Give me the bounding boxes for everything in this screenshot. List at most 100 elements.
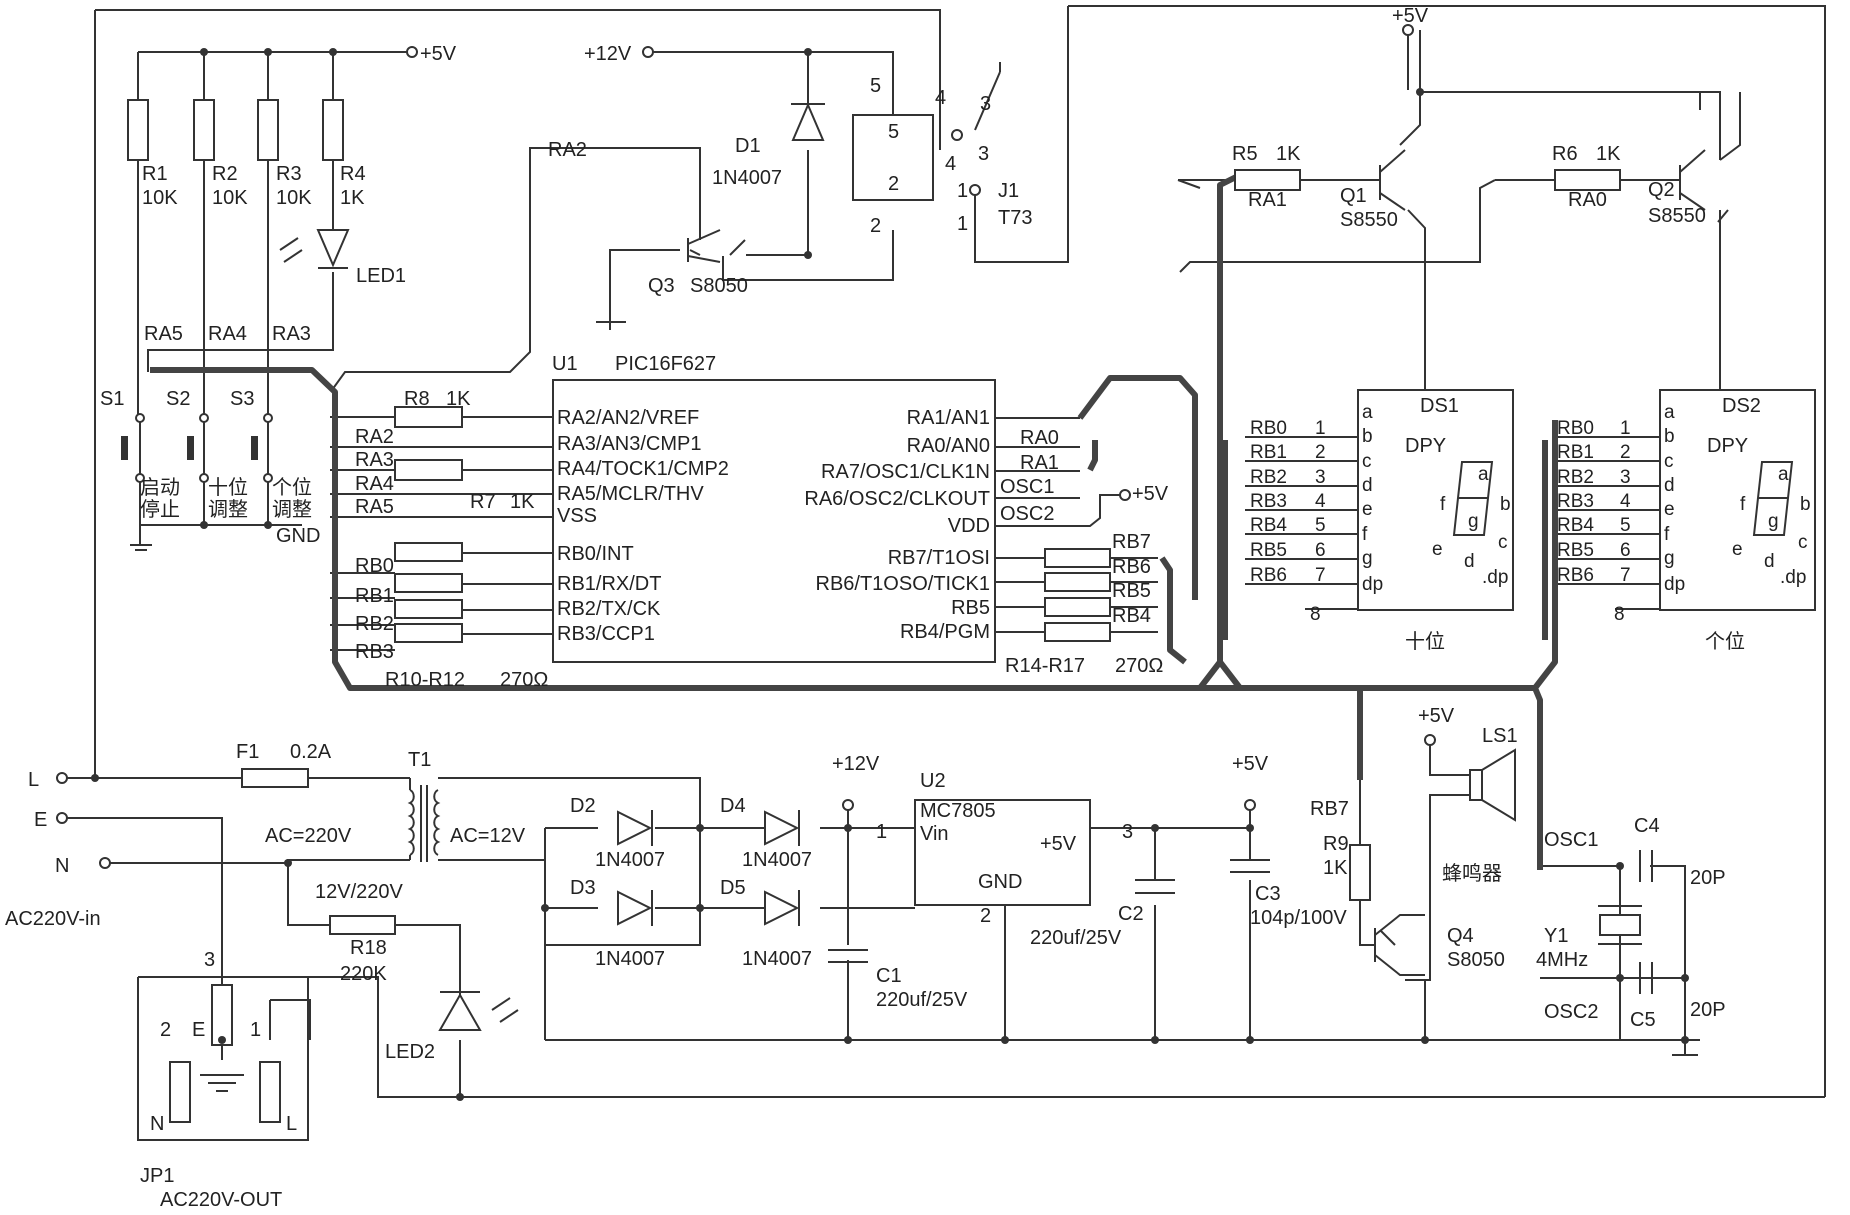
label-r6: R6	[1552, 143, 1578, 165]
label-pin-l2: RA3/AN3/CMP1	[557, 433, 702, 455]
bus-lines	[150, 172, 1558, 870]
label-f1: F1	[236, 741, 259, 763]
label-ra5: RA5	[144, 323, 183, 345]
label-u1v: PIC16F627	[615, 353, 716, 375]
label-ds1-cap: 十位	[1405, 630, 1445, 653]
label-r14v: 270Ω	[1115, 655, 1163, 677]
label-p5v-q: +5V	[1392, 5, 1429, 27]
resistor-r16	[1044, 597, 1111, 617]
label-pin-l5: VSS	[557, 505, 597, 527]
label-pin-l1: RA2/AN2/VREF	[557, 407, 699, 429]
label-ds2-sg: g	[1768, 511, 1779, 532]
label-q3: Q3	[648, 275, 675, 297]
capacitor-c2	[1135, 879, 1175, 894]
label-r6n: RA0	[1568, 189, 1607, 211]
label-jp1-E: E	[192, 1019, 205, 1041]
label-c5v: 20P	[1690, 999, 1726, 1021]
label-ds1-a: a	[1362, 402, 1373, 423]
label-ds1-rb6: RB6	[1250, 565, 1287, 586]
label-p12v-top: +12V	[584, 43, 632, 65]
label-ds1-e: e	[1362, 499, 1373, 520]
label-c1v: 220uf/25V	[876, 989, 968, 1011]
label-ds2-sb: b	[1800, 494, 1811, 515]
label-r18-top: 12V/220V	[315, 881, 404, 903]
label-u2gnd: GND	[978, 871, 1022, 893]
label-jp1-3: 3	[204, 949, 215, 971]
transistor-q2	[1679, 149, 1706, 211]
label-r9v: 1K	[1323, 857, 1348, 879]
label-ds1-dp: dp	[1362, 574, 1383, 595]
resistor-r13	[394, 623, 463, 643]
label-gnd: GND	[276, 525, 320, 547]
label-r10v: 270Ω	[500, 669, 548, 691]
resistor-r1	[127, 99, 149, 161]
label-n-ra5: RA5	[355, 496, 394, 518]
label-ds1-n3: 3	[1315, 467, 1326, 488]
label-ds1-rb5: RB5	[1250, 540, 1287, 561]
label-s3: S3	[230, 388, 254, 410]
labels: +5V +12V +5V R1 10K R2 10K R3 10K R4 1K …	[100, 5, 1761, 691]
label-ds2-sf: f	[1740, 494, 1746, 515]
crystal-y1	[1598, 905, 1642, 945]
label-E: E	[34, 809, 47, 831]
label-s2-txt2: 调整	[208, 498, 248, 521]
label-ra2-net: RA2	[548, 139, 587, 161]
resistor-r17	[1044, 622, 1111, 642]
label-ds2-b: b	[1664, 426, 1675, 447]
label-j1-3: 3	[980, 93, 991, 115]
label-ds1-rb0: RB0	[1250, 418, 1287, 439]
diode-d4	[764, 810, 800, 846]
label-n-rb3: RB3	[355, 641, 394, 663]
label-ds2-rb1: RB1	[1557, 442, 1594, 463]
label-pin-r3: RA7/OSC1/CLK1N	[821, 461, 990, 483]
label-p5v-ls: +5V	[1418, 705, 1455, 727]
label-u2p2: 2	[980, 905, 991, 927]
label-led2: LED2	[385, 1041, 435, 1063]
label-ds2-cap: 个位	[1705, 630, 1745, 653]
label-ds2-c: c	[1664, 451, 1674, 472]
resistor-r4	[322, 99, 344, 161]
resistor-r14	[1044, 548, 1111, 568]
label-jp1v: AC220V-OUT	[160, 1189, 282, 1211]
resistor-r15	[1044, 572, 1111, 592]
label-ds1-sa: a	[1478, 464, 1489, 485]
label-r4: R4	[340, 163, 366, 185]
label-s1-txt2: 停止	[140, 498, 180, 521]
label-j1: J1	[998, 180, 1019, 202]
label-r3v: 10K	[276, 187, 312, 209]
led1-symbol	[279, 229, 350, 269]
resistor-r11	[394, 573, 463, 593]
switch-s1	[121, 436, 128, 460]
label-ds1-d: d	[1362, 475, 1373, 496]
label-pin-r5: VDD	[948, 515, 990, 537]
label-ac220: AC=220V	[265, 825, 352, 847]
label-c3: C3	[1255, 883, 1281, 905]
label-q1: Q1	[1340, 185, 1367, 207]
label-q2: Q2	[1648, 179, 1675, 201]
label-u2: U2	[920, 770, 946, 792]
label-ds1-sf: f	[1440, 494, 1446, 515]
label-n-osc1: OSC1	[1000, 476, 1054, 498]
ds2-pin-labels: RB0 RB1 RB2 RB3 RB4 RB5 RB6 1 2 3 4 5 6 …	[1557, 402, 1811, 625]
label-ds1-rb4: RB4	[1250, 515, 1287, 536]
label-s3-txt2: 调整	[272, 498, 312, 521]
label-ds2-f: f	[1664, 524, 1670, 545]
label-d2v: 1N4007	[595, 849, 665, 871]
label-jp1-2: 2	[160, 1019, 171, 1041]
label-ds2-n1: 1	[1620, 418, 1631, 439]
label-j1-4b: 4	[945, 153, 956, 175]
label-n-rb6: RB6	[1112, 556, 1151, 578]
label-ds1-rb2: RB2	[1250, 467, 1287, 488]
label-j1-4: 4	[935, 87, 946, 109]
label-ds1-b: b	[1362, 426, 1373, 447]
label-pin-l7: RB1/RX/DT	[557, 573, 661, 595]
label-ds2-n2: 2	[1620, 442, 1631, 463]
label-d5v: 1N4007	[742, 948, 812, 970]
label-jp1-N: N	[150, 1113, 164, 1135]
label-r1v: 10K	[142, 187, 178, 209]
label-ds2-sc: c	[1798, 532, 1808, 553]
label-r9: R9	[1323, 833, 1349, 855]
label-ds2-sdp: .dp	[1780, 567, 1806, 588]
switch-s3	[251, 436, 258, 460]
